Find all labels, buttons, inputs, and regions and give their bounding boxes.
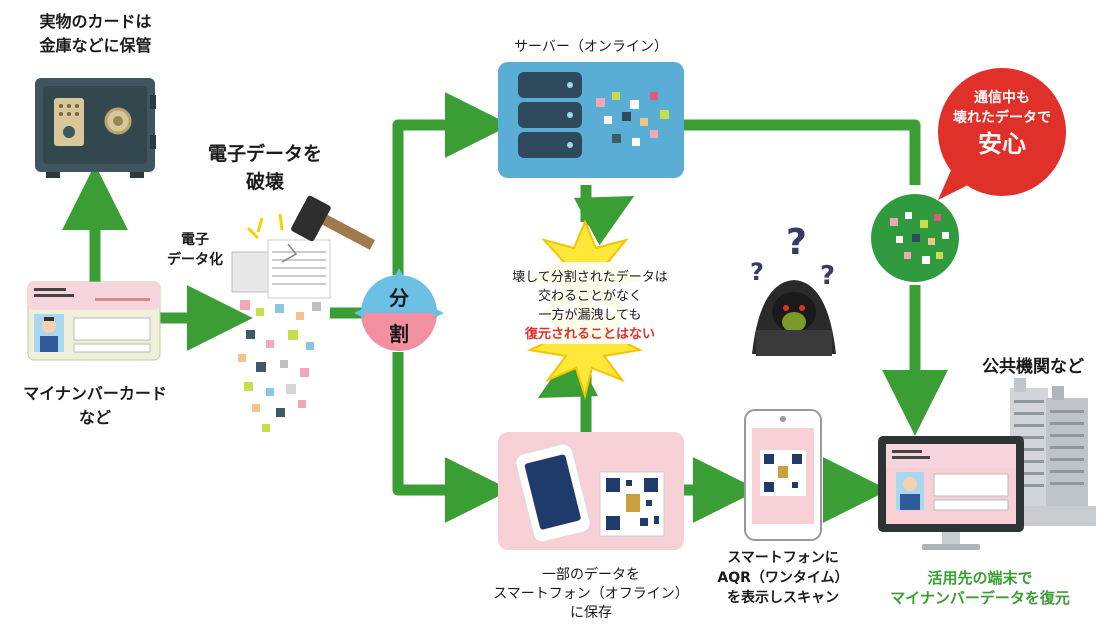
scan-phone-icon	[744, 409, 822, 541]
hacker-icon	[752, 280, 836, 356]
smartphone-icon	[515, 443, 591, 543]
mynumber-card-icon	[27, 281, 161, 361]
question-marks: ? ? ?	[750, 222, 835, 291]
split-badge-bottom: 割	[389, 322, 409, 346]
speech-bubble	[938, 68, 1066, 200]
center-note: 壊して分割されたデータは 交わることがなく 一方が漏洩しても 復元されることはな…	[490, 268, 690, 344]
qr-code-icon	[599, 471, 665, 537]
center-note-emphasis: 復元されることはない	[524, 327, 655, 342]
arrow-split-to-phone	[392, 352, 511, 523]
server-box	[498, 62, 684, 178]
card-caption: マイナンバーカード など	[23, 384, 167, 427]
split-badge-top: 分	[389, 286, 409, 310]
svg-text:?: ?	[750, 258, 764, 286]
svg-text:?: ?	[786, 222, 807, 263]
destroy-caption: 電子データを 破壊	[207, 143, 322, 193]
monitor-icon	[878, 436, 1024, 550]
safe-caption: 実物のカードは 金庫などに保管	[39, 12, 152, 55]
safe-icon	[35, 78, 156, 178]
data-fragments	[238, 300, 321, 432]
scan-caption: スマートフォンに AQR（ワンタイム） を表示しスキャン	[717, 550, 849, 606]
result-caption: 活用先の端末で マイナンバーデータを復元	[890, 569, 1070, 607]
public-label: 公共機関など	[982, 357, 1084, 377]
broken-data-icon	[231, 213, 331, 299]
bubble-emphasis: 安心	[978, 130, 1026, 158]
database-icon	[518, 72, 582, 158]
data-ball-icon	[871, 194, 959, 282]
hammer-icon	[291, 195, 375, 250]
arrow-split-to-server	[392, 92, 511, 275]
svg-text:?: ?	[820, 261, 835, 291]
server-label: サーバー（オンライン）	[514, 39, 668, 55]
digitize-label: 電子 データ化	[167, 232, 223, 268]
phone-caption: 一部のデータを スマートフォン（オフライン） に保存	[493, 567, 689, 621]
arrow-server-to-ball	[684, 119, 921, 185]
bubble-text: 通信中も 壊れたデータで 安心	[942, 88, 1062, 160]
phone-box	[498, 432, 684, 550]
split-badge	[354, 268, 444, 351]
server-fragments	[596, 92, 669, 146]
